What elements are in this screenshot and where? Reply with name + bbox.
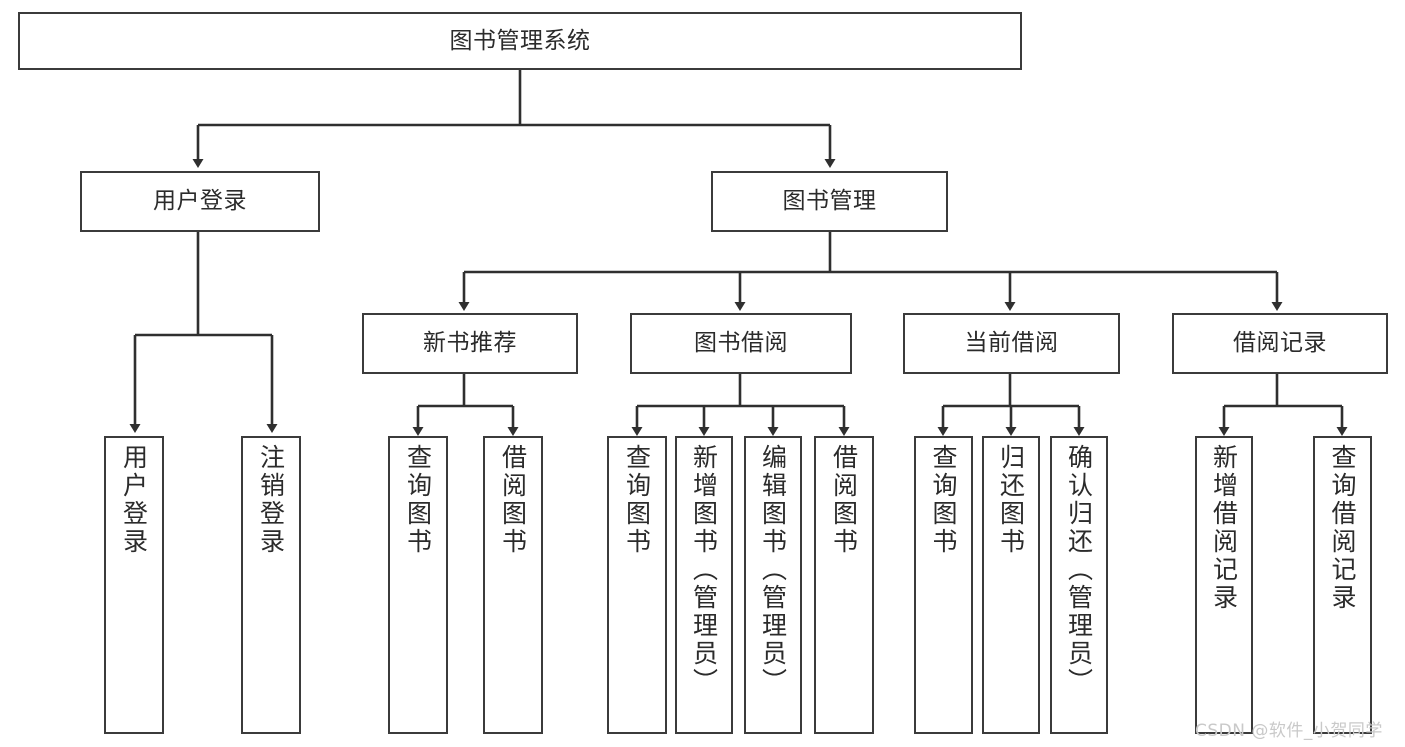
node-label: 新增图书（管理员） <box>689 444 719 696</box>
node-leaf-confirm-return-admin[interactable]: 确认归还（管理员） <box>1050 436 1108 734</box>
node-label: 借阅记录 <box>1233 330 1327 357</box>
node-leaf-borrow-book[interactable]: 借阅图书 <box>814 436 874 734</box>
node-leaf-query-book-borrow[interactable]: 查询图书 <box>607 436 667 734</box>
node-root-book-management-system[interactable]: 图书管理系统 <box>18 12 1022 70</box>
node-leaf-query-borrow-record[interactable]: 查询借阅记录 <box>1313 436 1372 734</box>
node-borrow-record[interactable]: 借阅记录 <box>1172 313 1388 374</box>
node-label: 查询借阅记录 <box>1328 444 1357 612</box>
node-label: 图书管理系统 <box>449 27 591 54</box>
node-user-login[interactable]: 用户登录 <box>80 171 320 232</box>
node-book-management[interactable]: 图书管理 <box>711 171 948 232</box>
node-label: 归还图书 <box>996 444 1026 556</box>
node-label: 查询图书 <box>403 444 433 556</box>
node-leaf-add-borrow-record[interactable]: 新增借阅记录 <box>1195 436 1253 734</box>
node-label: 查询图书 <box>622 444 652 556</box>
node-leaf-logout[interactable]: 注销登录 <box>241 436 301 734</box>
node-label: 注销登录 <box>256 444 286 556</box>
node-label: 编辑图书（管理员） <box>758 444 788 696</box>
node-leaf-add-book-admin[interactable]: 新增图书（管理员） <box>675 436 733 734</box>
node-label: 用户登录 <box>119 444 149 556</box>
node-label: 新增借阅记录 <box>1209 444 1239 612</box>
node-label: 借阅图书 <box>498 444 528 556</box>
node-leaf-return-book[interactable]: 归还图书 <box>982 436 1040 734</box>
node-leaf-query-book-recommend[interactable]: 查询图书 <box>388 436 448 734</box>
node-new-book-recommend[interactable]: 新书推荐 <box>362 313 578 374</box>
watermark: CSDN @软件_小贺同学 <box>1195 721 1383 741</box>
node-label: 用户登录 <box>153 188 247 215</box>
node-leaf-user-login[interactable]: 用户登录 <box>104 436 164 734</box>
node-leaf-borrow-book-recommend[interactable]: 借阅图书 <box>483 436 543 734</box>
node-leaf-query-book-current[interactable]: 查询图书 <box>914 436 973 734</box>
node-label: 借阅图书 <box>829 444 859 556</box>
node-label: 确认归还（管理员） <box>1064 444 1094 696</box>
node-label: 查询图书 <box>929 444 958 556</box>
node-label: 图书借阅 <box>694 330 788 357</box>
node-book-borrow[interactable]: 图书借阅 <box>630 313 852 374</box>
node-label: 新书推荐 <box>423 330 517 357</box>
node-label: 当前借阅 <box>964 330 1059 357</box>
node-label: 图书管理 <box>782 188 877 215</box>
node-current-borrow[interactable]: 当前借阅 <box>903 313 1120 374</box>
node-leaf-edit-book-admin[interactable]: 编辑图书（管理员） <box>744 436 802 734</box>
